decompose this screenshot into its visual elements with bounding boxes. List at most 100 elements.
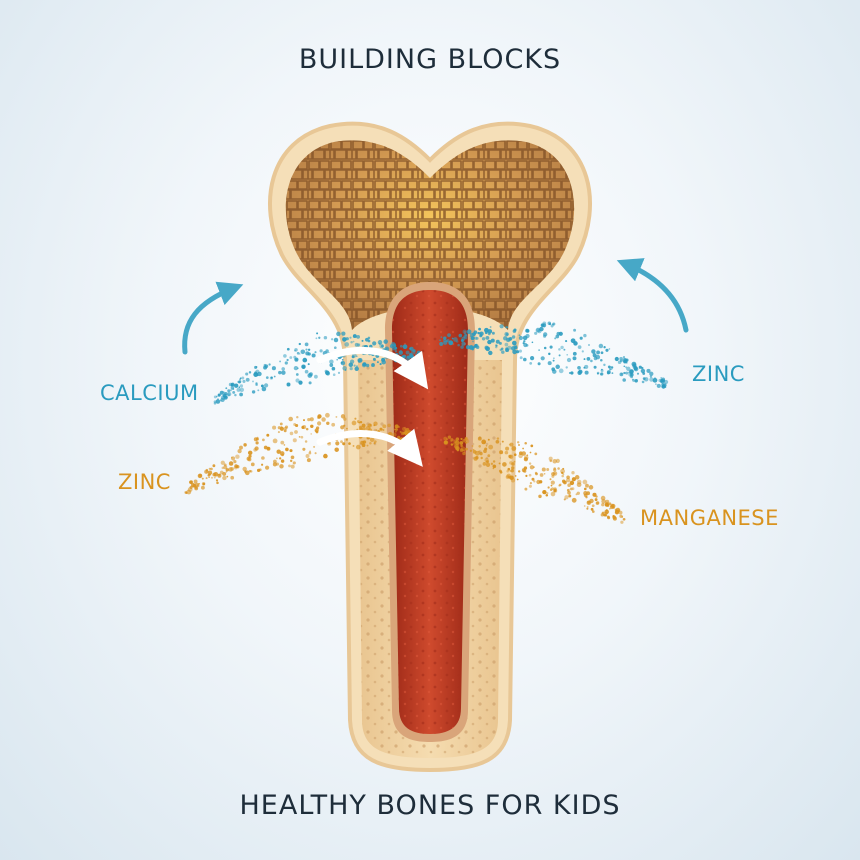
particle: [220, 460, 225, 465]
particle: [399, 430, 402, 433]
particle: [518, 335, 523, 341]
particle: [331, 422, 336, 427]
particle: [490, 462, 494, 465]
particle: [586, 357, 591, 361]
particle: [606, 371, 610, 375]
particle: [334, 447, 339, 452]
particle: [239, 384, 244, 388]
particle: [270, 376, 273, 379]
particle: [238, 380, 241, 384]
particle: [573, 328, 577, 332]
particle: [525, 328, 530, 333]
particle: [346, 427, 348, 430]
particle: [622, 517, 626, 521]
particle: [318, 336, 321, 339]
particle: [225, 471, 228, 473]
particle: [565, 340, 568, 343]
particle: [356, 335, 360, 339]
particle: [487, 329, 493, 334]
particle: [302, 425, 307, 430]
particle: [531, 477, 535, 481]
particle: [581, 350, 584, 353]
particle: [285, 447, 289, 452]
particle: [215, 399, 221, 404]
particle: [605, 501, 610, 507]
particle: [342, 337, 347, 342]
particle: [301, 364, 306, 369]
particle: [487, 438, 490, 441]
particle: [255, 441, 259, 445]
particle: [348, 442, 351, 445]
particle: [549, 345, 553, 349]
particle: [210, 467, 213, 471]
particle: [553, 489, 557, 493]
particle: [609, 368, 612, 371]
particle: [241, 376, 245, 380]
particle: [222, 471, 227, 476]
particle: [394, 430, 397, 433]
particle: [198, 482, 200, 485]
particle: [352, 340, 355, 343]
particle: [216, 481, 219, 485]
particle: [257, 389, 260, 392]
particle: [640, 368, 646, 374]
particle: [231, 456, 236, 461]
particle: [238, 386, 241, 389]
particle: [369, 423, 372, 427]
particle: [444, 441, 447, 443]
particle: [362, 427, 366, 431]
particle: [558, 348, 561, 351]
particle: [243, 443, 247, 447]
particle: [230, 475, 235, 480]
particle: [313, 445, 316, 448]
particle: [211, 476, 213, 479]
label-zinc-left: ZINC: [118, 470, 171, 494]
arrow-right-up: [616, 258, 689, 333]
particle: [593, 356, 598, 361]
label-manganese: MANGANESE: [640, 506, 779, 530]
particle: [463, 449, 466, 452]
particle: [584, 370, 589, 375]
particle: [513, 344, 518, 349]
particle: [479, 451, 483, 456]
particle: [226, 475, 229, 478]
particle: [606, 515, 610, 519]
particle: [493, 465, 496, 468]
particle: [276, 449, 281, 454]
particle: [264, 383, 269, 388]
particle: [629, 369, 634, 374]
particle: [349, 336, 352, 339]
particle: [507, 467, 511, 471]
particle: [518, 349, 522, 353]
particle: [461, 341, 466, 346]
particle: [317, 416, 321, 420]
particle: [208, 476, 210, 478]
particle: [275, 462, 279, 466]
particle: [447, 333, 451, 337]
particle: [457, 443, 460, 446]
particle: [233, 465, 238, 470]
particle: [577, 370, 582, 375]
particle: [323, 453, 328, 459]
particle: [381, 344, 384, 348]
arrow-left-up: [182, 281, 244, 355]
particle: [222, 475, 227, 481]
particle: [642, 377, 646, 380]
particle: [652, 377, 658, 383]
particle: [305, 454, 310, 458]
particle: [289, 431, 294, 436]
particle: [530, 356, 535, 361]
particle: [288, 416, 294, 422]
particle: [455, 447, 459, 450]
particle: [511, 466, 515, 470]
particle: [499, 324, 504, 329]
particle: [551, 474, 555, 478]
particle: [646, 368, 651, 373]
particle: [255, 382, 258, 385]
particle: [402, 426, 406, 431]
particle: [326, 421, 330, 426]
particle: [509, 442, 514, 447]
particle: [308, 381, 312, 385]
particle: [468, 345, 474, 350]
